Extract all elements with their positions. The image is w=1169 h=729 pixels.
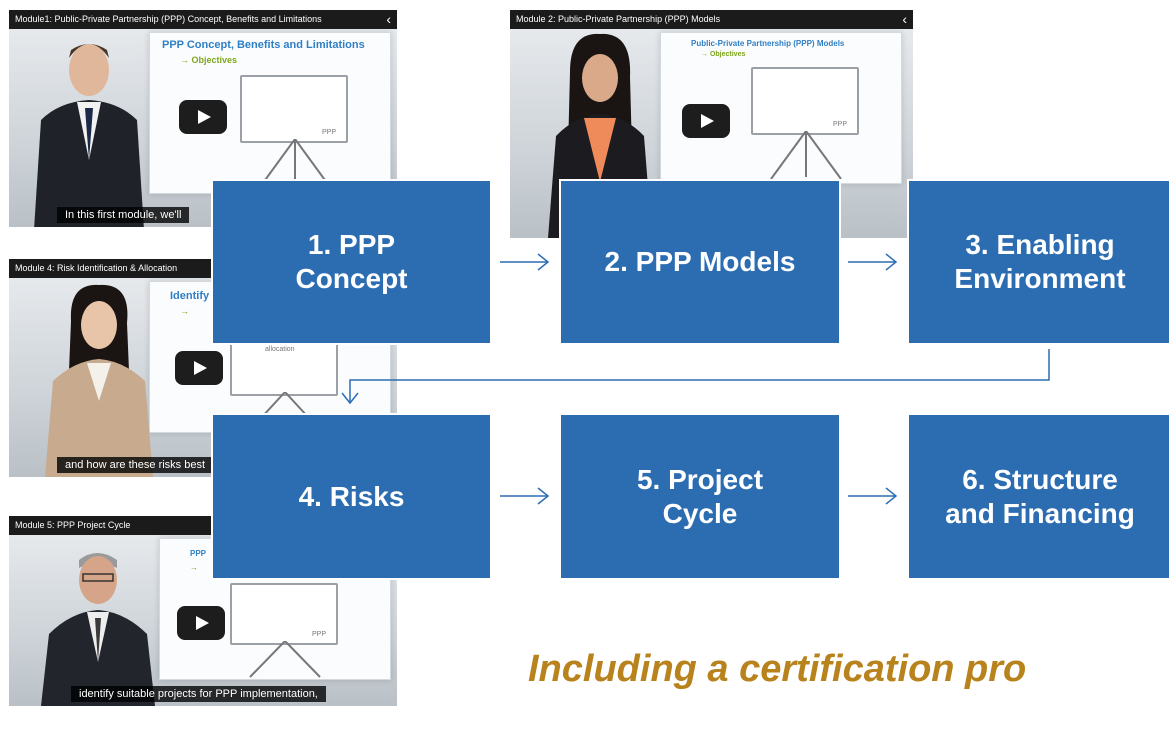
- video-caption: identify suitable projects for PPP imple…: [71, 686, 326, 702]
- easel-legs: [770, 131, 842, 180]
- module-box-4: 4. Risks: [211, 413, 492, 580]
- module-label: Environment: [954, 263, 1126, 294]
- module-label: Cycle: [662, 497, 738, 529]
- video-thumbnail-module-2[interactable]: Module 2: Public-Private Partnership (PP…: [510, 10, 913, 238]
- slide-title: PPP Concept, Benefits and Limitations: [162, 39, 365, 51]
- play-icon[interactable]: [682, 104, 730, 138]
- slide-subtitle: →: [180, 306, 189, 316]
- whiteboard-label: PPP: [322, 129, 337, 136]
- share-icon[interactable]: ‹: [902, 11, 907, 27]
- whiteboard: [230, 583, 338, 645]
- module-label: 1. PPP: [307, 229, 396, 260]
- module-label: Concept: [295, 263, 408, 294]
- slide-subtitle: → Objectives: [180, 55, 238, 65]
- arrow-down-icon: [341, 349, 1050, 405]
- module-label: 4. Risks: [298, 480, 405, 512]
- module-label: 6. Structure: [962, 463, 1118, 495]
- whiteboard-label: allocation: [265, 346, 295, 353]
- arrow-right-icon: [500, 253, 550, 271]
- slide-subtitle: →: [190, 563, 198, 572]
- video-title: Module1: Public-Private Partnership (PPP…: [9, 10, 397, 29]
- play-icon[interactable]: [175, 351, 223, 385]
- certification-tagline: Including a certification pro: [528, 648, 1027, 690]
- video-caption: and how are these risks best: [57, 457, 214, 473]
- slide-title: PPP: [190, 549, 207, 558]
- module-label: and Financing: [945, 497, 1135, 529]
- presenter-image: [548, 33, 652, 238]
- arrow-right-icon: [500, 487, 550, 505]
- video-thumbnail-module-1[interactable]: Module1: Public-Private Partnership (PPP…: [9, 10, 397, 227]
- video-caption: In this first module, we'll: [57, 207, 190, 223]
- whiteboard-label: PPP: [833, 121, 848, 128]
- whiteboard-label: PPP: [312, 631, 327, 638]
- whiteboard: [751, 67, 859, 135]
- presenter-image: [34, 44, 144, 227]
- video-title: Module 2: Public-Private Partnership (PP…: [510, 10, 913, 29]
- arrow-right-icon: [848, 487, 898, 505]
- slide-title: Identify: [170, 290, 210, 302]
- video-thumbnail-module-4[interactable]: Module 4: Risk Identification & Allocati…: [9, 259, 397, 477]
- module-label: 2. PPP Models: [604, 246, 796, 277]
- module-label: 5. Project: [636, 463, 764, 495]
- slide-title: Public-Private Partnership (PPP) Models: [691, 39, 845, 48]
- slide-subtitle: → Objectives: [701, 51, 746, 58]
- arrow-right-icon: [848, 253, 898, 271]
- module-box-2: 2. PPP Models: [559, 179, 841, 345]
- presenter-image: [45, 284, 153, 477]
- easel-legs: [249, 641, 321, 678]
- play-icon[interactable]: [179, 100, 227, 134]
- whiteboard: [240, 75, 348, 143]
- presenter-image: [41, 553, 155, 706]
- play-icon[interactable]: [177, 606, 225, 640]
- module-label: 3. Enabling: [965, 229, 1115, 260]
- share-icon[interactable]: ‹: [386, 11, 391, 27]
- whiteboard: [230, 342, 338, 396]
